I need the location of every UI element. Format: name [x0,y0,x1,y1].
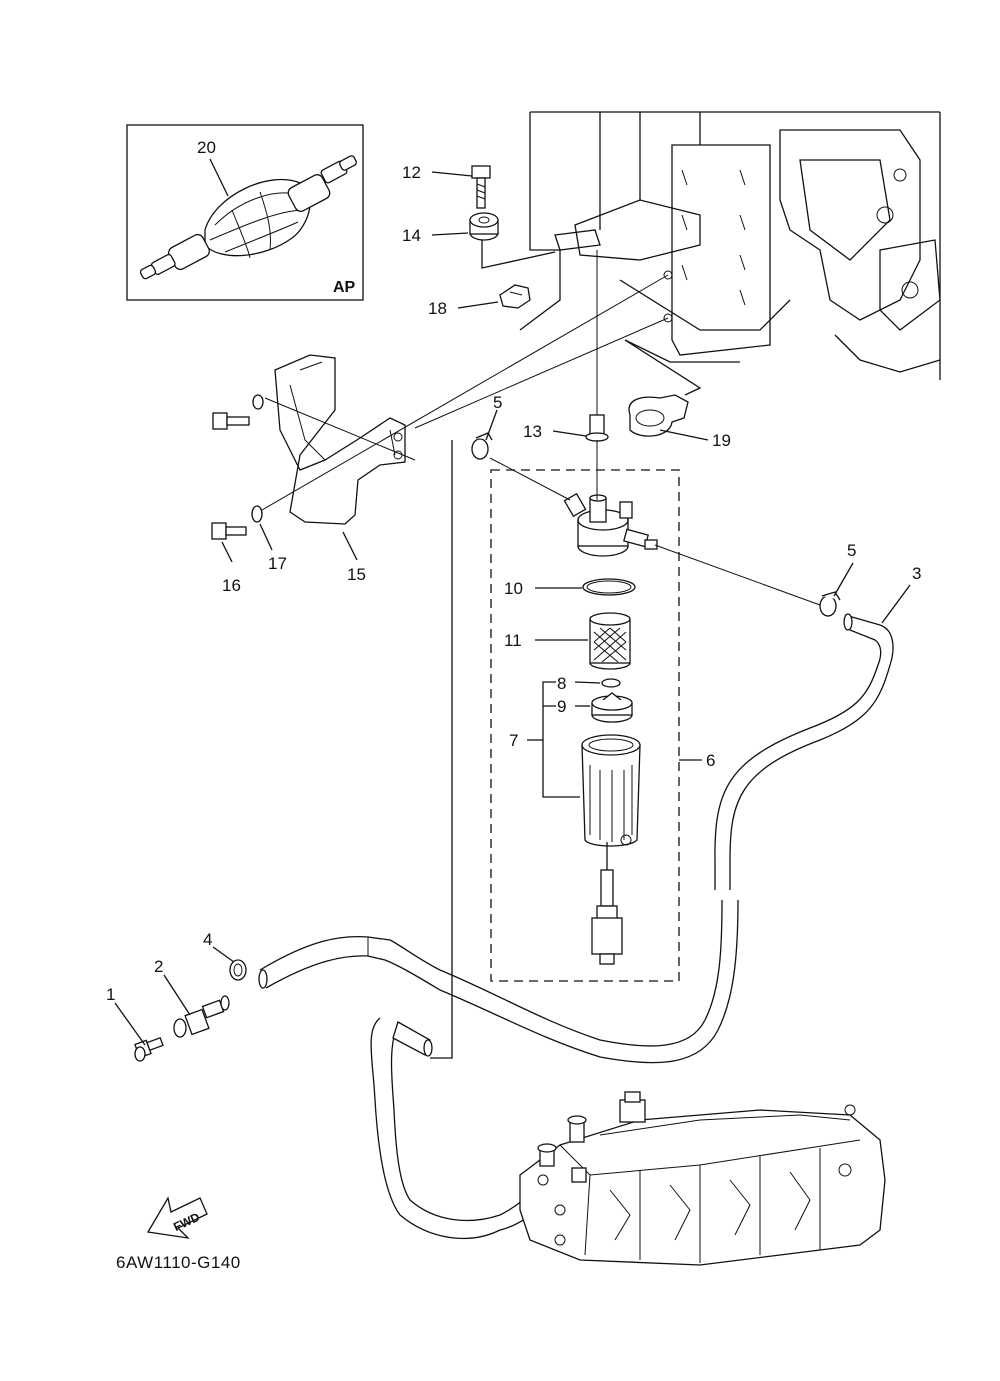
filter-head [563,492,658,557]
callout-15: 15 [347,565,366,584]
mount-line-upper [264,397,416,461]
callout-10: 10 [504,579,523,598]
grommet-13 [585,414,609,442]
clamp-5-right [819,591,841,617]
hose-3 [714,613,894,890]
leader-4 [212,946,235,963]
leader-18 [457,301,499,309]
grommet-14 [469,212,499,241]
callout-16: 16 [222,576,241,595]
vapor-separator-drawing [519,1091,886,1266]
callout-14: 14 [402,226,421,245]
filter-element-11 [589,612,631,670]
outlet-line [654,544,821,606]
leader-17 [259,523,273,551]
clamp-19 [628,394,689,437]
frame-line [430,440,453,1059]
callout-1: 1 [106,985,115,1004]
leader-5b [833,562,854,597]
filter-assembly-box [490,469,680,982]
primer-bulb-drawing [139,155,358,280]
callout-3: 3 [912,564,921,583]
callout-18: 18 [428,299,447,318]
callout-2: 2 [154,957,163,976]
leader-16 [221,541,233,563]
leader-5a [485,409,498,441]
callout-17: 17 [268,554,287,573]
leader-13 [552,430,587,437]
callout-4: 4 [203,930,212,949]
callout-19: 19 [712,431,731,450]
float-9 [591,692,633,723]
leader-2 [163,974,191,1016]
callout-12: 12 [402,163,421,182]
callout-20: 20 [197,138,216,157]
callout-7: 7 [509,731,518,750]
leader-15 [342,531,358,561]
o-ring-10 [582,578,636,596]
engine-block-drawing [519,111,941,380]
bracket-outline [481,240,556,269]
filter-cup-7 [581,734,641,847]
mount-line-lower [261,274,669,511]
callout-6: 6 [706,751,715,770]
joint-2 [173,995,230,1038]
bracket-15 [274,354,406,525]
callout-8: 8 [557,674,566,693]
inset-tag: AP [333,279,356,296]
callout-11: 11 [504,631,522,650]
diagram-code: 6AW1110-G140 [116,1253,241,1272]
leader-20 [209,158,229,197]
clamp-4 [229,959,247,981]
bolt-12 [471,165,491,209]
callout-5a: 5 [493,393,502,412]
callout-5b: 5 [847,541,856,560]
leader-19 [659,429,709,441]
callout-9: 9 [557,697,566,716]
clip-outline [624,339,702,396]
fuel-hose-inlet [258,899,739,1064]
clamp-5-left [471,432,493,460]
mount-line-bracket [414,317,669,429]
leader-12 [431,171,473,177]
leader-1 [114,1002,146,1046]
leader-8 [574,681,601,684]
leader-14 [431,232,469,236]
bolt-16 [211,522,247,540]
callout-13: 13 [523,422,542,441]
washer-17 [251,505,263,523]
fwd-direction-arrow: FWD [146,1196,208,1239]
leader-3 [881,584,911,624]
bolt-upper [212,394,264,430]
inlet-line [489,457,571,501]
clip-18 [499,284,531,309]
water-sensor [591,842,623,965]
plug-1 [134,1037,164,1062]
circlip-8 [601,678,621,688]
primer-bulb-inset: 20 AP [126,124,364,301]
